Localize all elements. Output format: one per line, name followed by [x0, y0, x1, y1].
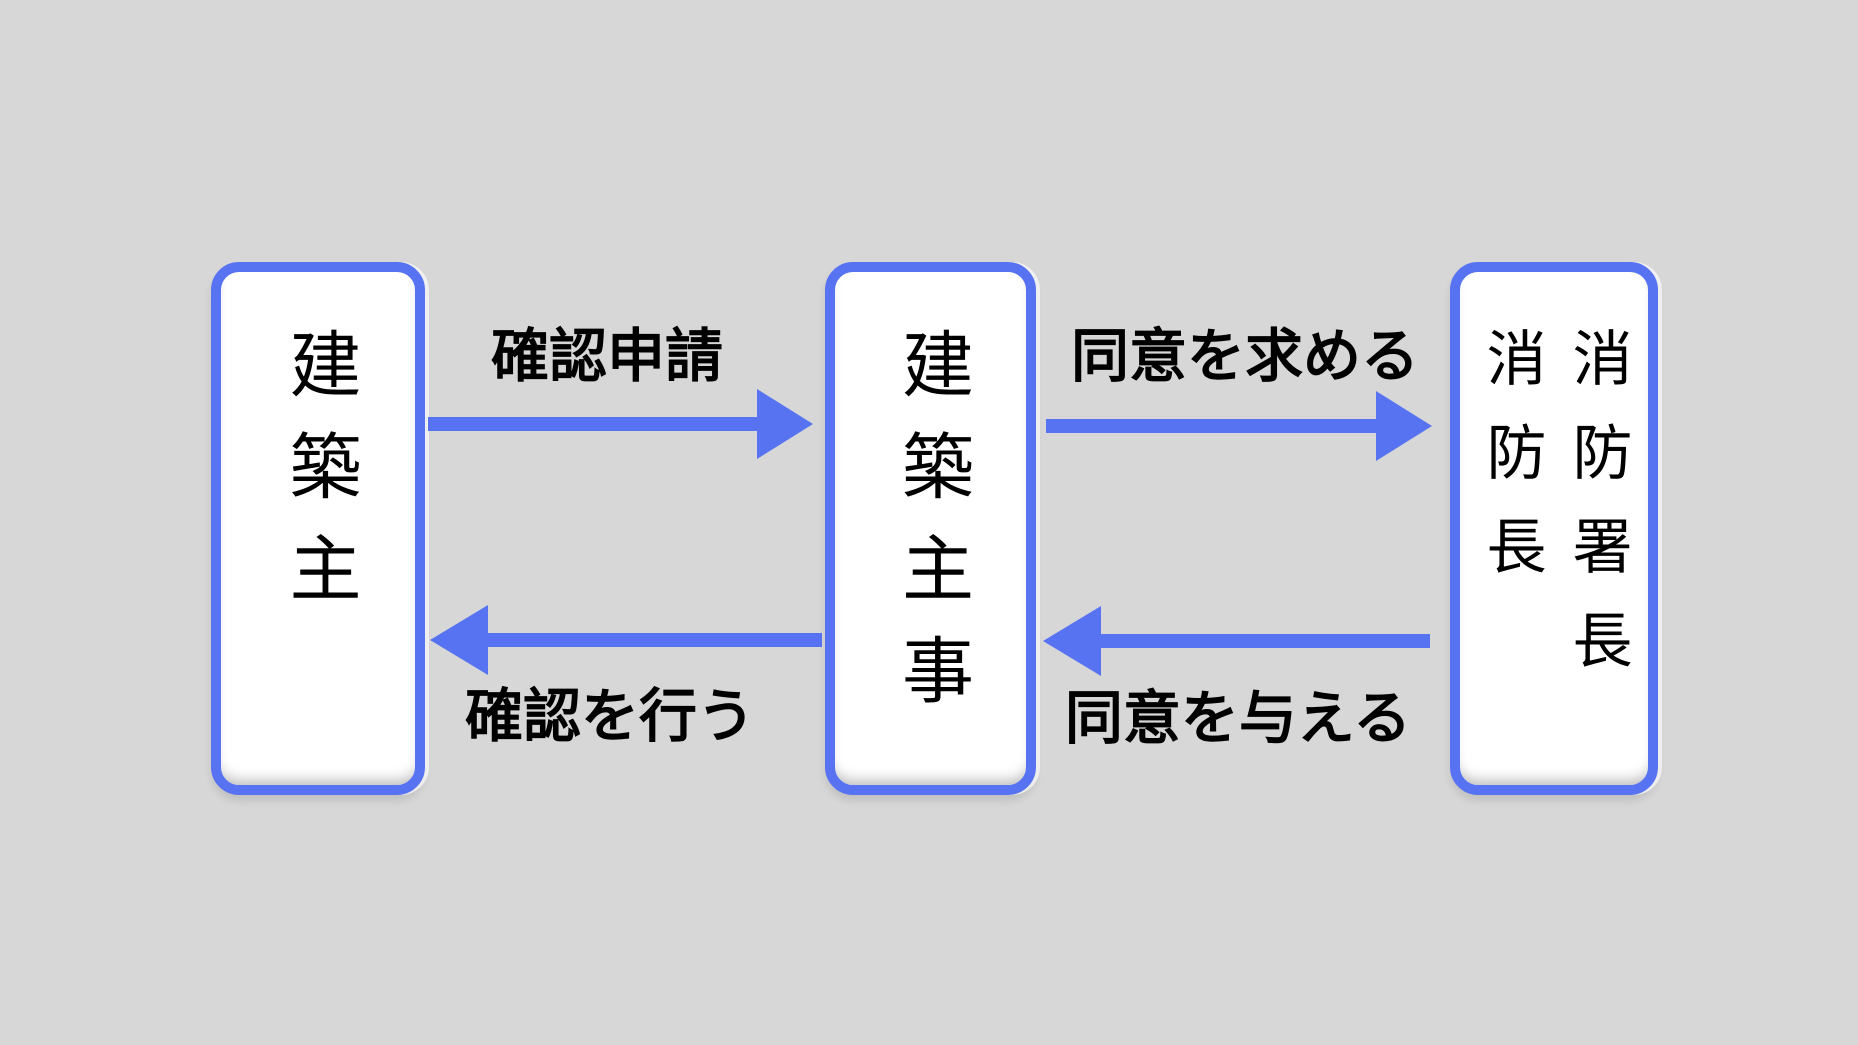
label-give-consent: 同意を与える: [1064, 686, 1412, 751]
arrow-perform-confirmation: [430, 605, 822, 675]
box-building-owner-label: 建築主: [278, 327, 358, 633]
arrowhead-left-icon: [1043, 606, 1101, 676]
arrowhead-right-icon: [1376, 391, 1432, 461]
arrow-give-consent: [1043, 606, 1430, 676]
label-perform-confirmation: 確認を行う: [464, 684, 756, 749]
arrow-confirmation-application: [428, 389, 813, 459]
box-fire-chief: 消防署長 消防長: [1450, 262, 1658, 795]
label-seek-consent: 同意を求める: [1070, 324, 1420, 389]
arrow-shaft: [428, 417, 759, 431]
box-building-owner: 建築主: [211, 262, 425, 795]
arrow-shaft: [1046, 419, 1378, 433]
box-building-official: 建築主事: [825, 262, 1036, 795]
arrow-seek-consent: [1046, 391, 1432, 461]
box-fire-chief-label: 消防署長 消防長: [1478, 327, 1631, 703]
label-confirmation-application: 確認申請: [490, 324, 724, 389]
arrow-shaft: [486, 633, 822, 647]
box-building-official-label: 建築主事: [890, 327, 971, 735]
arrowhead-right-icon: [757, 389, 813, 459]
arrowhead-left-icon: [430, 605, 488, 675]
arrow-shaft: [1099, 634, 1430, 648]
